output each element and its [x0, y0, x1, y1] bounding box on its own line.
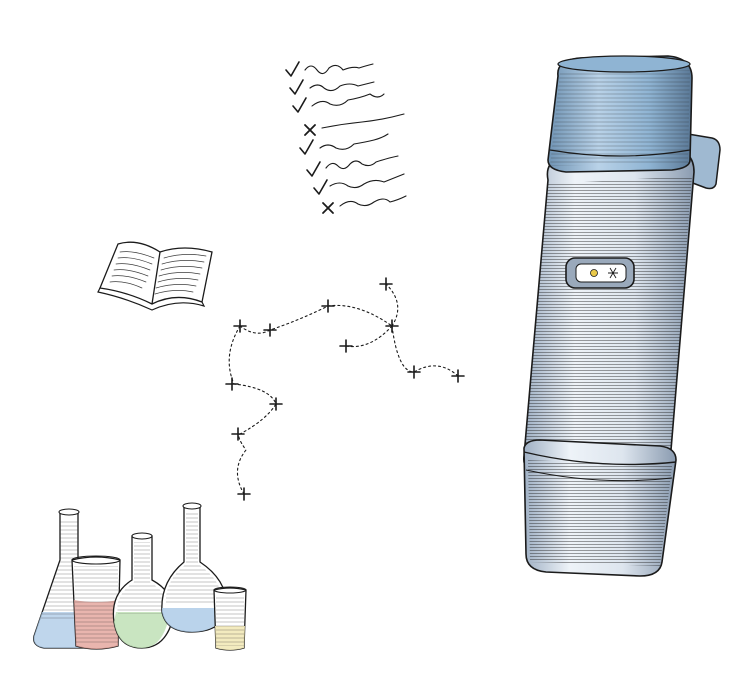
volumetric-flask [161, 502, 228, 633]
beaker [71, 555, 121, 650]
scribble-lines [304, 63, 407, 207]
open-book [97, 241, 213, 311]
check-mark-icon [285, 61, 328, 195]
cross-mark-icon [304, 124, 334, 214]
thermos-window [565, 257, 635, 289]
dotted-path [225, 277, 465, 501]
map-marker-icon [225, 277, 465, 501]
lab-glassware [33, 502, 247, 651]
thermos-flask [523, 55, 721, 577]
thermos-handle [687, 133, 721, 190]
small-beaker [213, 586, 247, 651]
handwritten-checklist [285, 61, 407, 214]
